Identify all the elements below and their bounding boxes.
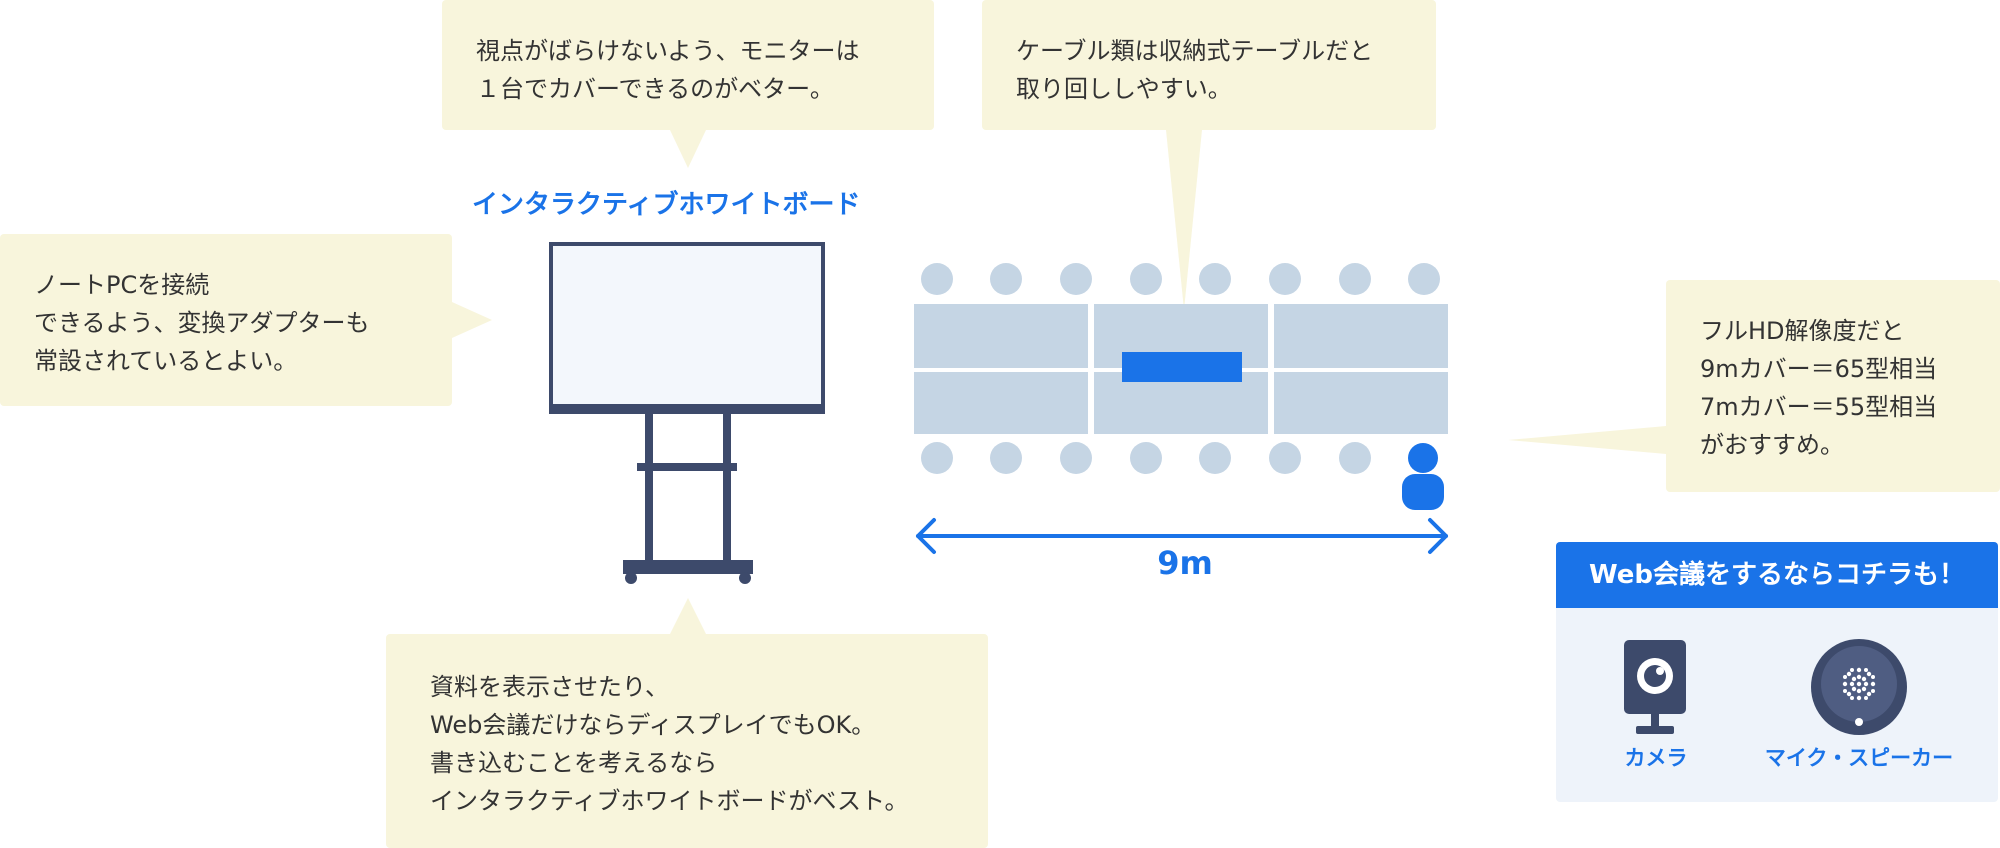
table-segment xyxy=(1274,304,1448,368)
table-segment xyxy=(1094,372,1268,434)
chairs-bottom xyxy=(921,442,1371,474)
chair-icon xyxy=(1269,442,1301,474)
chair-icon xyxy=(1339,263,1371,295)
table-segment xyxy=(1274,372,1448,434)
stand-wheel-left xyxy=(625,572,637,584)
callout-laptop-tail xyxy=(452,302,492,338)
cable-box xyxy=(1122,352,1242,382)
callout-resolution-tail xyxy=(1508,426,1666,454)
mic-speaker-label: マイク・スピーカー xyxy=(1764,746,1954,770)
whiteboard-bezel xyxy=(549,404,825,414)
table-segment xyxy=(914,372,1088,434)
callout-resolution: フルHD解像度だと 9mカバー＝65型相当 7mカバー＝55型相当 がおすすめ。 xyxy=(1666,280,2000,492)
stand-pole-right xyxy=(723,414,731,564)
callout-monitor-tail xyxy=(670,130,706,168)
chair-icon xyxy=(1199,442,1231,474)
chair-icon xyxy=(1339,442,1371,474)
double-arrow-icon xyxy=(916,518,1448,554)
table-segment xyxy=(914,304,1088,368)
camera-icon xyxy=(1624,640,1686,734)
whiteboard-label: インタラクティブホワイトボード xyxy=(472,190,861,220)
callout-cable-tail xyxy=(1166,130,1202,310)
callout-cable: ケーブル類は収納式テーブルだと 取り回ししやすい。 xyxy=(982,0,1436,130)
whiteboard-screen xyxy=(549,242,825,412)
stand-shelf xyxy=(637,463,737,471)
chair-icon xyxy=(921,442,953,474)
chair-icon xyxy=(990,442,1022,474)
whiteboard-icon xyxy=(549,242,825,584)
callout-laptop-text: ノートPCを接続 できるよう、変換アダプターも 常設されているとよい。 xyxy=(34,271,370,375)
chair-icon xyxy=(1130,442,1162,474)
camera-label: カメラ xyxy=(1624,746,1688,770)
chair-icon xyxy=(921,263,953,295)
callout-display-text: 資料を表示させたり、 Web会議だけならディスプレイでもOK。 書き込むことを考… xyxy=(430,673,909,815)
chair-icon xyxy=(1269,263,1301,295)
web-meeting-title: Web会議をするならコチラも！ xyxy=(1556,542,1998,608)
web-meeting-panel: Web会議をするならコチラも！ カメラ マイク・スピーカー xyxy=(1556,542,1998,802)
stand-pole-left xyxy=(645,414,653,564)
callout-display: 資料を表示させたり、 Web会議だけならディスプレイでもOK。 書き込むことを考… xyxy=(386,634,988,848)
callout-cable-text: ケーブル類は収納式テーブルだと 取り回ししやすい。 xyxy=(1016,37,1374,103)
callout-display-tail xyxy=(670,598,706,634)
table-icon xyxy=(914,304,1448,434)
speaker-icon xyxy=(1811,639,1907,735)
chair-icon xyxy=(990,263,1022,295)
stand-wheel-right xyxy=(739,572,751,584)
stand-base xyxy=(623,560,753,574)
chair-icon xyxy=(1199,263,1231,295)
person-icon xyxy=(1402,443,1444,510)
chair-icon xyxy=(1060,442,1092,474)
chair-icon xyxy=(1130,263,1162,295)
callout-laptop: ノートPCを接続 できるよう、変換アダプターも 常設されているとよい。 xyxy=(0,234,452,406)
chair-icon xyxy=(1060,263,1092,295)
chairs-top xyxy=(921,263,1440,295)
callout-monitor-text: 視点がばらけないよう、モニターは １台でカバーできるのがベター。 xyxy=(476,37,860,103)
distance-label: 9m xyxy=(1157,544,1213,582)
chair-icon xyxy=(1408,263,1440,295)
callout-resolution-text: フルHD解像度だと 9mカバー＝65型相当 7mカバー＝55型相当 がおすすめ。 xyxy=(1700,317,1938,459)
callout-monitor: 視点がばらけないよう、モニターは １台でカバーできるのがベター。 xyxy=(442,0,934,130)
